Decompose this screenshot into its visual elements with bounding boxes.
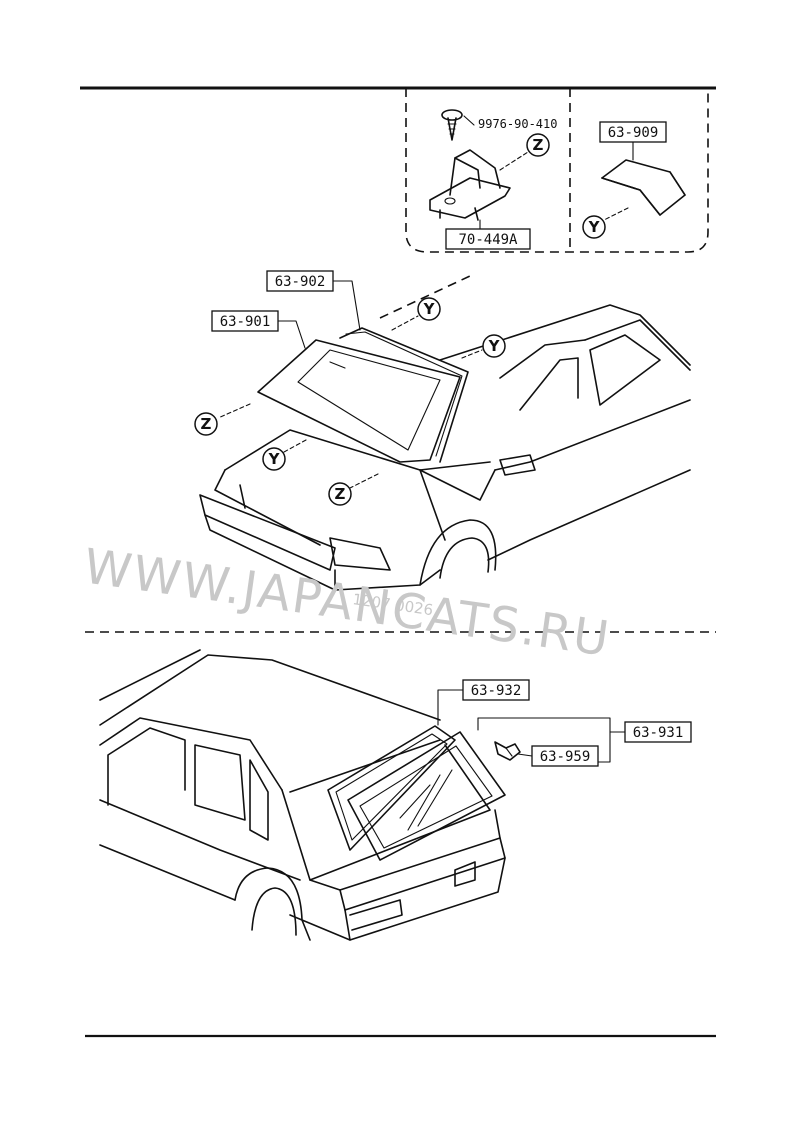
part-number-clip: 63-959 (540, 749, 591, 765)
callout-z-label: Z (533, 136, 544, 154)
callout-z-label: Z (201, 415, 212, 433)
label-box-retainer (445, 228, 531, 250)
front-car-outline (199, 275, 691, 591)
watermark: WWW.JAPANCATS.RU 1207 0026 (80, 538, 614, 667)
part-number-screw: 9976-90-410 (478, 117, 557, 131)
callout-y-label: Y (488, 337, 501, 355)
spacer-block (601, 159, 686, 216)
callout-z-label: Z (335, 485, 346, 503)
rear-car-outline (99, 649, 506, 941)
rear-window-glass (347, 731, 506, 861)
callout-z-front-2: Z (328, 482, 352, 506)
part-number-rear-glass: 63-931 (633, 725, 684, 741)
retainer-clip (429, 149, 511, 221)
screw-icon (441, 109, 475, 141)
callout-y-label: Y (423, 300, 436, 318)
part-number-retainer: 70-449A (458, 232, 518, 248)
clip-icon (494, 741, 521, 761)
windshield-glass (257, 339, 461, 463)
callout-y-label: Y (588, 218, 601, 236)
part-number-rear-molding: 63-932 (471, 683, 522, 699)
part-number-spacer: 63-909 (608, 125, 659, 141)
callout-y-inset: Y (582, 215, 606, 239)
callout-y-front-3: Y (262, 447, 286, 471)
part-number-molding: 63-902 (275, 274, 326, 290)
detail-inset (405, 88, 709, 253)
callout-y-front-2: Y (482, 334, 506, 358)
callout-z-front-1: Z (194, 412, 218, 436)
watermark-text: WWW.JAPANCATS.RU (80, 538, 614, 667)
callout-y-label: Y (268, 450, 281, 468)
windshield-molding (339, 327, 469, 463)
rear-window-molding (327, 725, 456, 851)
part-number-windshield: 63-901 (220, 314, 271, 330)
callout-y-front-1: Y (417, 297, 441, 321)
callout-z-inset: Z (526, 133, 550, 157)
